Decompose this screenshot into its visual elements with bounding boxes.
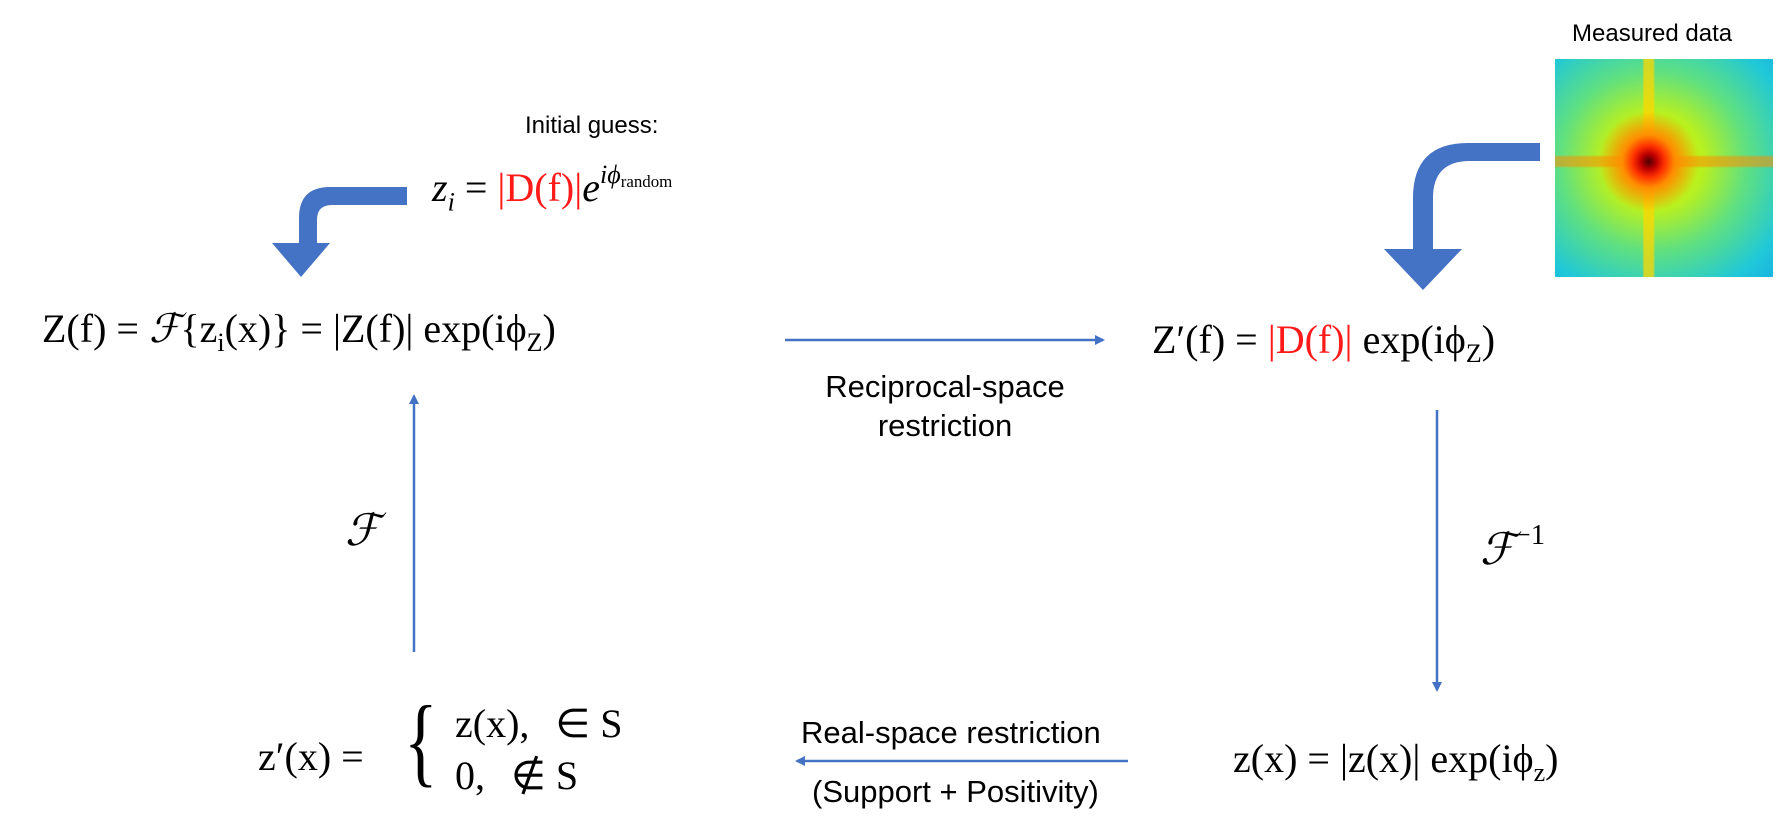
piecewise-brace: { bbox=[404, 685, 438, 796]
measured-data-image bbox=[1555, 59, 1773, 277]
initial-guess-eq: = bbox=[454, 165, 498, 211]
inverse-fourier-sup: −1 bbox=[1514, 520, 1546, 551]
real-restriction-sublabel: (Support + Positivity) bbox=[812, 774, 1099, 809]
eq-forward-sub: i bbox=[217, 328, 225, 358]
case1-condition: ∈ S bbox=[555, 701, 623, 746]
eq-forward-script-f: ℱ bbox=[148, 306, 181, 352]
real-restriction-label: Real-space restriction bbox=[801, 715, 1101, 750]
initial-guess-base: e bbox=[582, 165, 601, 211]
eq-field-part2: ) bbox=[1545, 736, 1559, 781]
eq-reciprocal-part2: exp(iϕ bbox=[1352, 317, 1466, 362]
reciprocal-restriction-line1: Reciprocal-space bbox=[825, 369, 1065, 404]
eq-forward-part2: {z bbox=[180, 306, 218, 351]
real-space-constraint-lhs: z′(x) = bbox=[258, 734, 364, 779]
eq-reciprocal-part3: ) bbox=[1481, 317, 1496, 362]
eq-forward-part4: ) bbox=[542, 306, 556, 351]
initial-guess-exponent: iϕ bbox=[600, 160, 621, 189]
piecewise-case-2: 0, ∉ S bbox=[455, 752, 578, 799]
piecewise-case-1: z(x), ∈ S bbox=[455, 700, 623, 747]
eq-forward-phase-sub: Z bbox=[526, 328, 543, 358]
reciprocal-constraint-equation: Z′(f) = |D(f)| exp(iϕZ) bbox=[1152, 316, 1495, 369]
eq-reciprocal-part1: Z′(f) = bbox=[1152, 317, 1268, 362]
eq-field-part1: z(x) = |z(x)| exp(iϕ bbox=[1233, 736, 1534, 781]
curved-arrow-initial-guess bbox=[272, 187, 407, 277]
eq-forward-part1: Z(f) = bbox=[42, 306, 149, 351]
initial-guess-equation: zi = |D(f)|eiϕrandom bbox=[432, 160, 672, 217]
initial-guess-lhs: z bbox=[432, 165, 448, 211]
measured-data-title: Measured data bbox=[1572, 20, 1733, 47]
eq-reciprocal-phase-sub: Z bbox=[1465, 339, 1482, 369]
initial-guess-lhs-sub: i bbox=[447, 187, 455, 217]
inverse-fourier-operator: ℱ−1 bbox=[1480, 520, 1545, 575]
measured-amplitude: |D(f)| bbox=[497, 165, 583, 211]
curved-arrow-measured-data bbox=[1384, 143, 1540, 290]
fourier-operator: ℱ bbox=[345, 505, 380, 556]
initial-guess-exponent-sub: random bbox=[620, 172, 673, 192]
eq-reciprocal-amplitude: |D(f)| bbox=[1267, 317, 1353, 362]
initial-guess-label: Initial guess: bbox=[525, 112, 659, 139]
real-space-field-equation: z(x) = |z(x)| exp(iϕz) bbox=[1233, 735, 1558, 788]
eq-field-phase-sub: z bbox=[1533, 758, 1546, 788]
case1-value: z(x), bbox=[455, 701, 530, 746]
reciprocal-restriction-line2: restriction bbox=[877, 407, 1013, 443]
fourier-forward-equation: Z(f) = ℱ{zi(x)} = |Z(f)| exp(iϕZ) bbox=[42, 305, 556, 358]
inverse-fourier-symbol: ℱ bbox=[1480, 524, 1515, 576]
eq-forward-part3: (x)} = |Z(f)| exp(iϕ bbox=[224, 306, 527, 351]
case2-condition: ∉ S bbox=[511, 753, 579, 798]
case2-value: 0, bbox=[455, 753, 485, 798]
reciprocal-restriction-label: Reciprocal-space restriction bbox=[815, 368, 1075, 446]
